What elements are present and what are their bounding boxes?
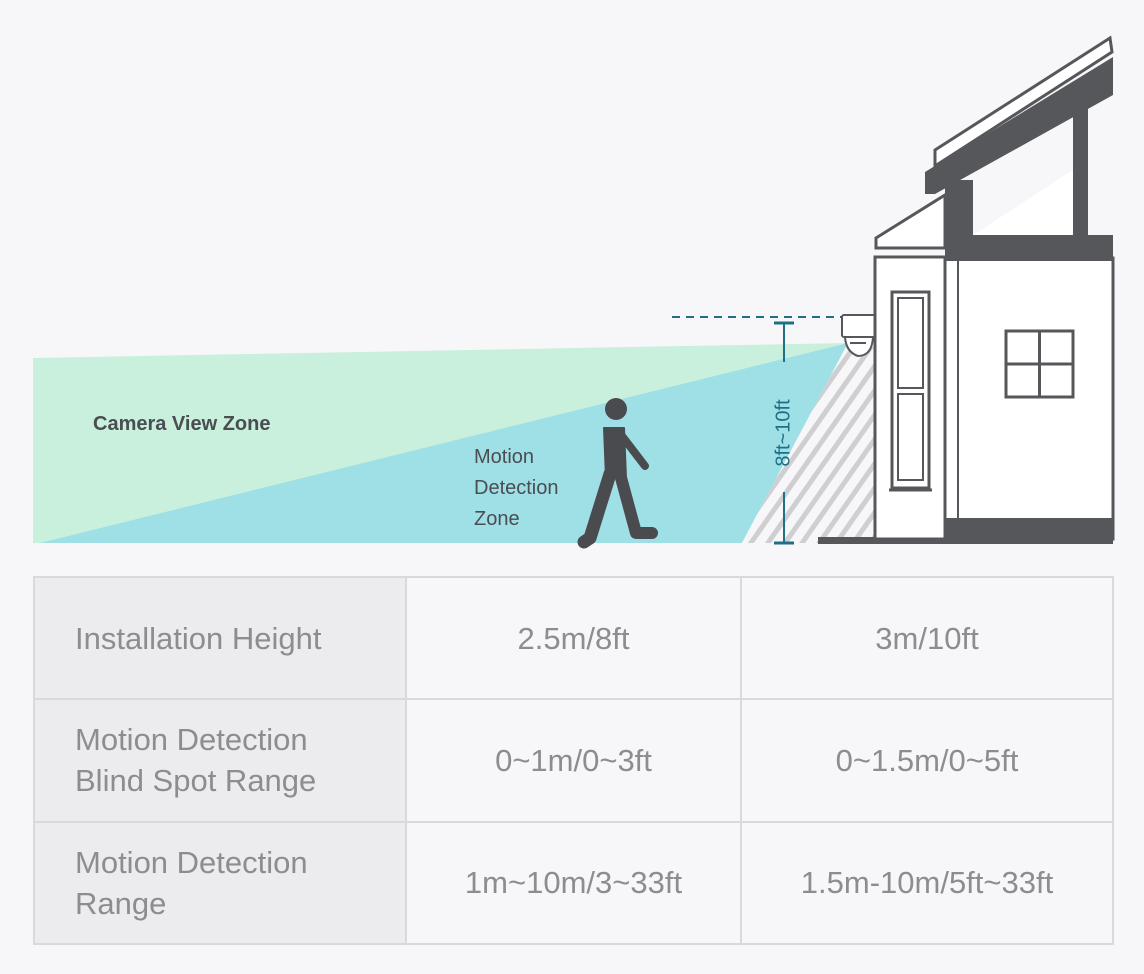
camera-icon	[841, 314, 877, 358]
motion-detection-zone-label: Motion Detection Zone	[474, 446, 564, 530]
table-row: Motion Detection Range 1m~10m/3~33ft 1.5…	[33, 820, 1114, 946]
person-icon	[577, 398, 658, 549]
value-cell: 0~1.5m/0~5ft	[740, 698, 1114, 823]
installation-height-label: 8ft~10ft	[772, 399, 794, 467]
value-cell: 3m/10ft	[740, 575, 1114, 701]
height-marker	[672, 316, 845, 545]
value-cell: 0~1m/0~3ft	[405, 698, 742, 823]
camera-view-zone-label: Camera View Zone	[93, 413, 270, 435]
table-row: Installation Height 2.5m/8ft 3m/10ft	[33, 575, 1114, 701]
specs-table: Installation Height 2.5m/8ft 3m/10ft Mot…	[33, 575, 1114, 946]
row-label-detection-range: Motion Detection Range	[33, 820, 407, 946]
value-cell: 2.5m/8ft	[405, 575, 742, 701]
row-label-blind-spot-range: Motion Detection Blind Spot Range	[33, 698, 407, 823]
row-label-installation-height: Installation Height	[33, 575, 407, 701]
value-cell: 1.5m-10m/5ft~33ft	[740, 820, 1114, 946]
house-illustration	[818, 35, 1115, 544]
table-row: Motion Detection Blind Spot Range 0~1m/0…	[33, 698, 1114, 823]
blind-spot-area	[742, 343, 878, 543]
value-cell: 1m~10m/3~33ft	[405, 820, 742, 946]
motion-detection-zone	[40, 343, 848, 543]
installation-diagram: Camera View Zone Motion Detection Zone 8…	[33, 35, 1115, 549]
